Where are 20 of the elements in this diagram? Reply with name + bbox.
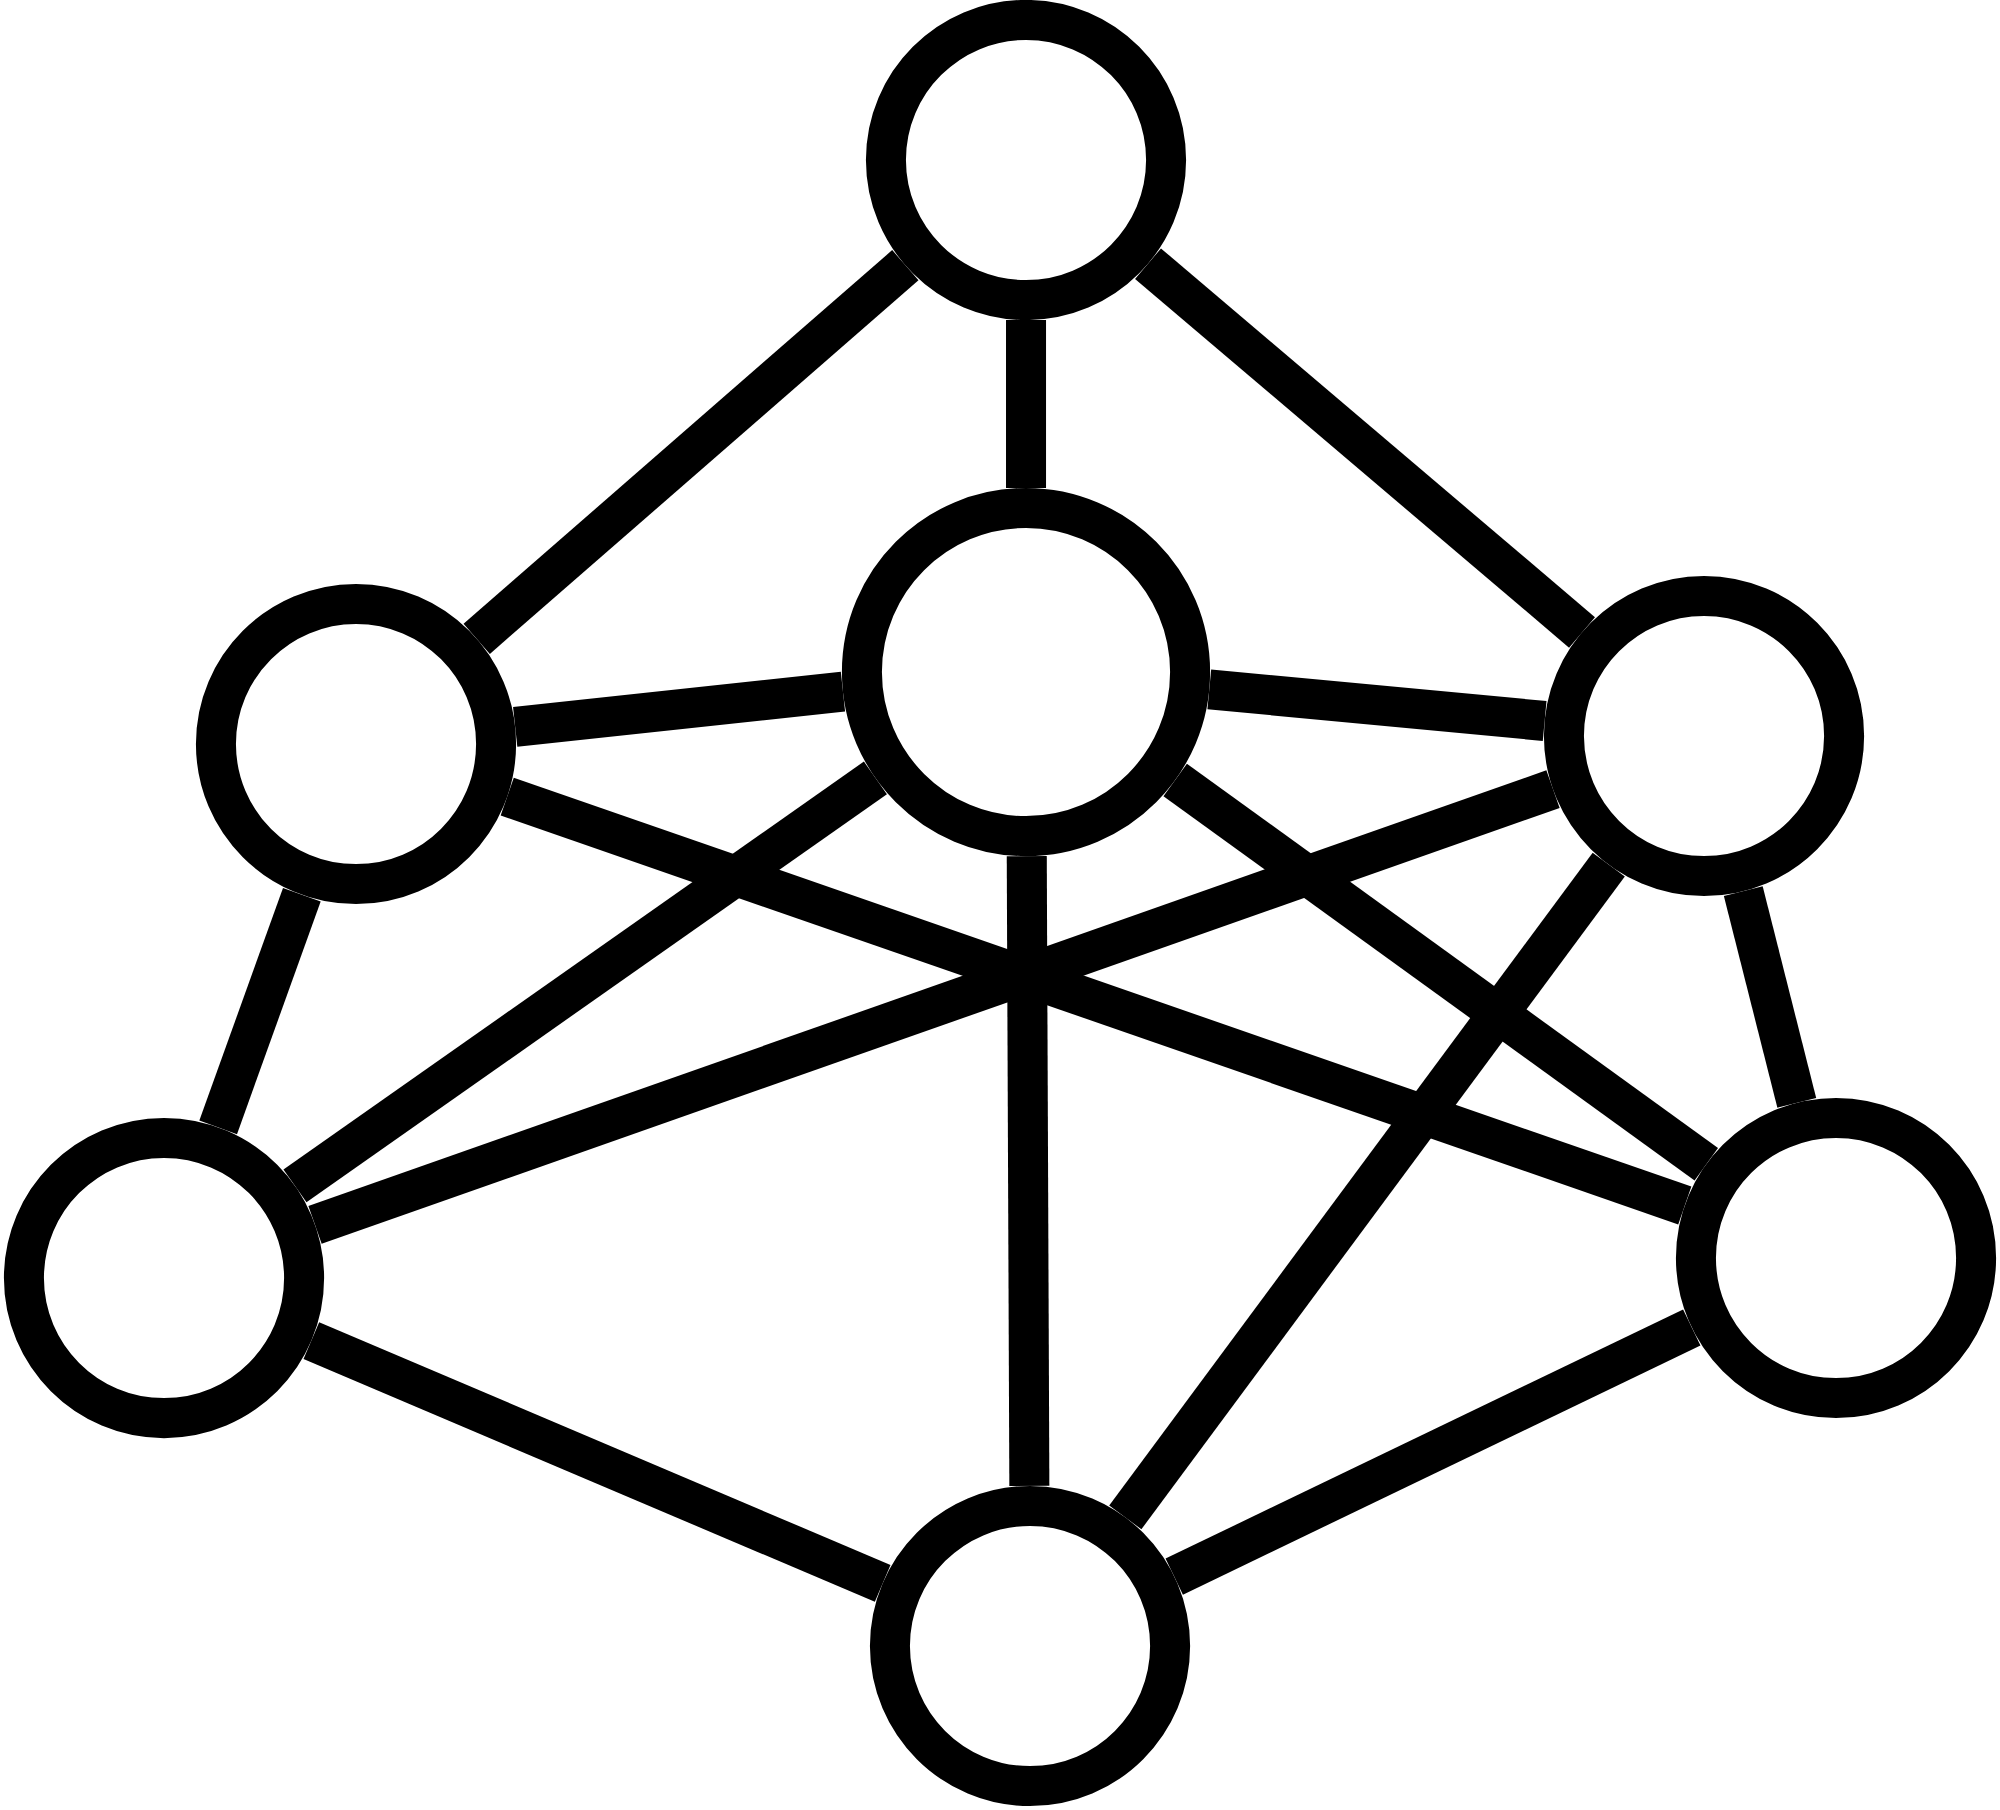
circle-node [195,583,517,905]
connector-line [1135,248,1595,648]
circle-node [3,1117,325,1439]
connector-line [1006,856,1050,1487]
connector-line [1165,1309,1701,1595]
connector-line [1163,763,1719,1181]
connector-line [283,761,887,1203]
circle-node [1543,575,1865,897]
connector-line [513,671,846,747]
connector-line [1723,886,1817,1108]
connector-line [500,777,1692,1225]
connector-line [303,1322,891,1602]
connector-line [1006,320,1047,488]
connector-line [1109,852,1625,1530]
connector-line [463,250,919,654]
circle-node [1675,1097,1997,1419]
circle-node [865,0,1187,321]
circle-node [869,1485,1191,1807]
circle-node [841,487,1211,857]
connector-line [199,887,321,1135]
